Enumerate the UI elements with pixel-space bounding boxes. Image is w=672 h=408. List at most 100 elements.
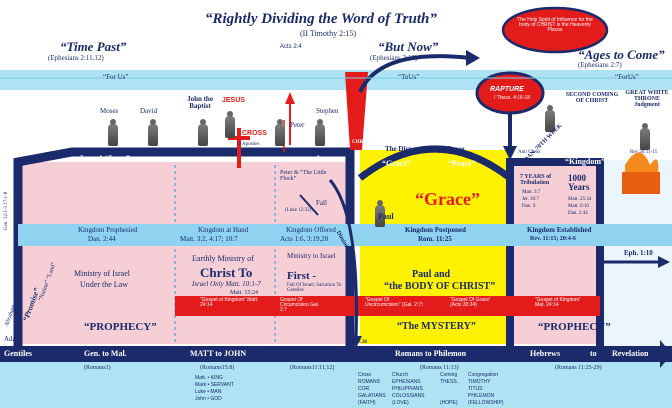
israel-outline bbox=[13, 147, 355, 346]
paul-figure bbox=[375, 200, 385, 227]
bottom-band bbox=[0, 362, 672, 408]
trib-ref-3: Dan. 9 bbox=[522, 204, 536, 209]
white-throne-label: GREAT WHITE THRONE Judgment bbox=[625, 90, 669, 108]
footer-romans15: (Romans15:8) bbox=[200, 365, 235, 371]
judge-figure bbox=[640, 123, 650, 150]
rapture-label: RAPTURE bbox=[490, 86, 524, 93]
col-church-4: (LOVE) bbox=[392, 400, 409, 406]
ministry-first-2: First - bbox=[287, 270, 317, 282]
col-church-1: EPHESIANS bbox=[392, 379, 421, 385]
kingdom-label: “Kingdom” bbox=[565, 157, 606, 166]
ages-label: “Ages to Come” bbox=[578, 47, 665, 62]
jesus-figure bbox=[225, 111, 235, 138]
col-cross-2: COR. bbox=[358, 386, 371, 392]
bottom-bar bbox=[0, 346, 672, 362]
earthly-ministry-3: Israel Only Matt. 10:1-7 bbox=[192, 280, 261, 288]
anti-christ-label: Anti Christ bbox=[518, 150, 541, 155]
kingdom-offered-ref: Acts 1:6, 3:19,20 bbox=[280, 235, 329, 243]
time-past-label: “Time Past” bbox=[60, 39, 127, 54]
peter-box-ref: (Luke 12:32) bbox=[285, 208, 312, 213]
second-coming-label: SECOND COMING OF CHRIST bbox=[565, 92, 619, 104]
gospel-band bbox=[175, 296, 600, 316]
footer-romans11-25: (Romans 11:25-29) bbox=[555, 365, 602, 371]
apostles-label: 12 Apostles bbox=[236, 142, 260, 147]
gospel-uncirc: “Gospel Of Uncircumcision” (Gal. 2:7) bbox=[365, 297, 423, 308]
tribulation-title: 7 YEARS of Tribulation bbox=[520, 174, 552, 186]
col-church-3: COLOSSIANS bbox=[392, 393, 425, 399]
col-church: Church EPHESIANS PHILIPPIANS COLOSSIANS … bbox=[392, 372, 425, 407]
stephen-figure bbox=[315, 119, 325, 146]
earthly-ministry-1: Earthly Ministry of bbox=[192, 254, 254, 263]
to-us: “ToUs” bbox=[398, 73, 420, 81]
matt-john: MATT to JOHN bbox=[190, 349, 247, 358]
col-church-0: Church bbox=[392, 372, 409, 378]
hebrews-label: Hebrews bbox=[530, 349, 561, 358]
footer-romans11-13: (Romans 11:13) bbox=[420, 365, 459, 371]
prophecy-left: “PROPHECY” bbox=[84, 321, 157, 333]
col-coming-3 bbox=[440, 393, 458, 400]
jesus-label: JESUS bbox=[222, 97, 245, 104]
gospel-grace: “Gospel Of Grace” (Acts 20:24) bbox=[450, 297, 491, 308]
page-title: “Rightly Dividing the Word of Truth” bbox=[205, 11, 437, 27]
eph-ref: Eph. 1:10 bbox=[624, 249, 653, 257]
ministry-first-1: Ministry to Israel bbox=[287, 252, 336, 260]
col-cross: Cross ROMANS COR. GALATIANS (FAITH) bbox=[358, 372, 386, 407]
bubble-note: The Holy Spirit of Influence for the bod… bbox=[517, 17, 593, 33]
col-congregation: Congregation TIMOTHY TITUS PHILEMON (FEL… bbox=[468, 372, 504, 407]
col-cong-3: PHILEMON bbox=[468, 393, 495, 399]
gentiles-label: Gentiles bbox=[4, 349, 32, 358]
kingdom-established: Kingdom Established bbox=[527, 226, 592, 234]
thousand-title: 1000 Years bbox=[568, 173, 590, 192]
kingdom-postponed-ref: Rom. 11:25 bbox=[418, 235, 452, 243]
ministry-israel-2: Under the Law bbox=[80, 280, 128, 289]
col-coming-0: Coming bbox=[440, 372, 458, 378]
col-cong-0: Congregation bbox=[468, 372, 499, 378]
gospel-list-2: Mark • SERVANT bbox=[195, 382, 234, 388]
gospel-kingdom-1: “Gospel of Kingdom” Matt. 24:14 bbox=[200, 297, 259, 308]
gospel-list-3: Luke • MAN bbox=[195, 389, 222, 395]
col-cross-3: GALATIANS bbox=[358, 393, 386, 399]
kingdom-offered: Kingdom Offered bbox=[286, 226, 336, 234]
paul-label: Paul bbox=[378, 212, 394, 221]
acts-28: Acts 28 bbox=[351, 340, 367, 345]
col-cong-1: TIMOTHY bbox=[468, 379, 491, 385]
kingdom-prophesied-ref: Dan. 2:44 bbox=[88, 235, 116, 243]
but-now-label: “But Now” bbox=[378, 39, 439, 54]
for-us-left: “For Us” bbox=[103, 73, 129, 81]
ministry-first-3: Fall Of Israel; Salvation To Gentiles bbox=[287, 283, 342, 293]
col-coming-4: (HOPE) bbox=[440, 400, 458, 406]
david-figure bbox=[148, 119, 158, 146]
grace-big: “Grace” bbox=[415, 189, 480, 209]
k-ref-2: Matt. 6:10 bbox=[568, 204, 589, 209]
mystery-label: “The MYSTERY” bbox=[397, 321, 476, 332]
bubble-oval bbox=[501, 6, 609, 54]
peter-figure bbox=[275, 119, 285, 146]
trib-ref-2: Jer. 30:7 bbox=[522, 197, 539, 202]
christ-label: CHRIST bbox=[352, 140, 372, 145]
fall-label: Fall bbox=[316, 199, 327, 207]
john-label: John the Baptist bbox=[187, 95, 213, 110]
kingdom-established-ref: Rev. 11:15; 20:4-6 bbox=[530, 236, 576, 242]
moses-label: Moses bbox=[100, 107, 119, 115]
grace-dome bbox=[357, 145, 513, 181]
peter-label: Peter bbox=[290, 121, 305, 129]
peace-word: “Peace” bbox=[448, 159, 476, 168]
col-cross-1: ROMANS bbox=[358, 379, 380, 385]
wrath-label: WRATH bbox=[535, 159, 562, 167]
col-church-2: PHILIPPIANS bbox=[392, 386, 423, 392]
col-cong-4: (FELLOWSHIP) bbox=[468, 400, 504, 406]
adam-label: Adam bbox=[4, 335, 22, 343]
k-ref-3: Dan. 2:44 bbox=[568, 211, 588, 216]
paul-body-2: “the BODY OF CHRIST” bbox=[384, 281, 496, 292]
stephen-label: Stephen bbox=[316, 107, 339, 115]
rev-20-label: Rev 20:11-15 bbox=[630, 150, 658, 155]
acts-label: Acts bbox=[315, 154, 332, 164]
gen-ref: Gen. 12:1-3 17:1-8 bbox=[4, 191, 9, 230]
cross-label: CROSS bbox=[242, 130, 267, 137]
but-now-ref: (Ephesians 2:13) bbox=[370, 54, 418, 62]
footer-romans11-12: (Romans11:11,12) bbox=[290, 365, 335, 371]
moses-figure bbox=[108, 119, 118, 146]
gospel-list-4: John • GOD bbox=[195, 396, 222, 402]
peter-box-label: Peter & “The Little Flock” bbox=[280, 170, 327, 182]
